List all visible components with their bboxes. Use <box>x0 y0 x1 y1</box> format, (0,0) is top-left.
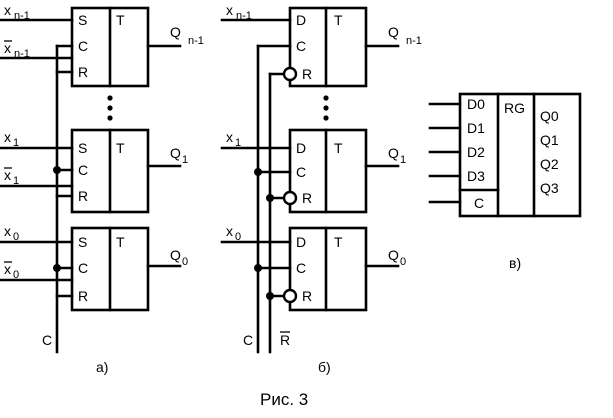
output-label: Q <box>170 145 181 161</box>
input-x-label: x <box>226 223 233 239</box>
junction-dot <box>53 264 61 272</box>
pin-label: C <box>78 38 88 54</box>
register-input-label: D1 <box>467 120 485 136</box>
input-x-inverted-label: x <box>4 40 11 56</box>
pin-label: C <box>296 260 306 276</box>
register-input-label: D2 <box>467 144 485 160</box>
figure-caption: Рис. 3 <box>260 390 308 409</box>
ff-type-label: T <box>334 234 343 250</box>
input-x-inverted-label: x <box>4 261 11 277</box>
output-label: Q <box>170 24 181 40</box>
pin-label: D <box>296 12 306 28</box>
junction-dot <box>266 292 274 300</box>
pin-label: S <box>78 140 87 156</box>
output-sub: n-1 <box>188 35 204 47</box>
input-x-label: x <box>4 129 11 145</box>
inversion-bubble <box>282 66 298 82</box>
pin-label: D <box>296 140 306 156</box>
junction-dot <box>53 166 61 174</box>
pin-label: C <box>296 164 306 180</box>
panel-a-wiring <box>0 6 182 354</box>
ff-type-label: T <box>116 12 125 28</box>
panel-b-wiring <box>220 6 400 354</box>
input-x-sub: n-1 <box>14 48 30 60</box>
input-x-sub: 0 <box>235 231 241 243</box>
panel-b-ellipsis <box>323 95 329 121</box>
ff-type-label: T <box>116 140 125 156</box>
pin-label: R <box>78 288 88 304</box>
ff-type-label: T <box>116 234 125 250</box>
register-input-label: D0 <box>467 96 485 112</box>
input-x-label: x <box>4 223 11 239</box>
output-label: Q <box>388 247 399 263</box>
input-x-label: x <box>226 2 233 18</box>
clock-label: C <box>42 332 52 348</box>
pin-label: R <box>302 288 312 304</box>
panel-label: в) <box>509 255 521 271</box>
register-output-label: Q3 <box>540 180 559 196</box>
panel-b-junctions <box>254 168 274 300</box>
register-output-label: Q0 <box>540 108 559 124</box>
register-output-label: Q2 <box>540 156 559 172</box>
register-outline <box>458 92 582 218</box>
panel-a-ellipsis <box>107 95 113 121</box>
register-clock-label: C <box>474 195 484 211</box>
input-x-sub: 0 <box>13 269 19 281</box>
register-input-label: D3 <box>467 168 485 184</box>
pin-label: R <box>302 66 312 82</box>
junction-dot <box>254 168 262 176</box>
panel-c-labels: D0 D1 D2 D3 C RG Q0 Q1 Q2 Q3 в) <box>467 96 559 271</box>
input-x-sub: n-1 <box>14 10 30 22</box>
pin-label: D <box>296 234 306 250</box>
reset-label: R <box>280 332 290 348</box>
panel-label: б) <box>318 359 331 375</box>
junction-dot <box>254 264 262 272</box>
pin-label: C <box>78 260 88 276</box>
output-sub: 1 <box>182 154 188 166</box>
clock-label: C <box>243 332 253 348</box>
register-output-label: Q1 <box>540 132 559 148</box>
input-x-label: x <box>4 2 11 18</box>
pin-label: S <box>78 12 87 28</box>
panel-label: а) <box>96 359 108 375</box>
input-x-sub: n-1 <box>236 10 252 22</box>
input-x-sub: 0 <box>13 231 19 243</box>
panel-a-junctions <box>53 166 61 272</box>
inversion-bubble <box>282 288 298 304</box>
input-x-sub: 1 <box>13 137 19 149</box>
output-sub: 0 <box>182 256 188 268</box>
junction-dot <box>266 194 274 202</box>
pin-label: R <box>302 190 312 206</box>
output-label: Q <box>388 24 399 40</box>
pin-label: S <box>78 234 87 250</box>
output-label: Q <box>388 145 399 161</box>
ff-type-label: T <box>334 140 343 156</box>
inversion-bubble <box>282 190 298 206</box>
pin-label: C <box>78 162 88 178</box>
input-x-sub: 1 <box>235 137 241 149</box>
input-x-inverted-label: x <box>4 167 11 183</box>
panel-b-labels: x n-1 x 1 x 0 D C R T Q n-1 D C R T Q 1 … <box>226 2 422 375</box>
register-title: RG <box>504 100 525 116</box>
pin-label: R <box>78 64 88 80</box>
output-sub: n-1 <box>406 35 422 47</box>
output-sub: 1 <box>400 154 406 166</box>
panel-c-register <box>428 92 582 218</box>
output-sub: 0 <box>400 256 406 268</box>
input-x-label: x <box>226 129 233 145</box>
input-x-sub: 1 <box>13 175 19 187</box>
pin-label: R <box>78 188 88 204</box>
pin-label: C <box>296 38 306 54</box>
ff-type-label: T <box>334 12 343 28</box>
output-label: Q <box>170 247 181 263</box>
panel-a-labels: x n-1 x n-1 x 1 x 1 x 0 x 0 S C R T Q n-… <box>4 2 204 375</box>
